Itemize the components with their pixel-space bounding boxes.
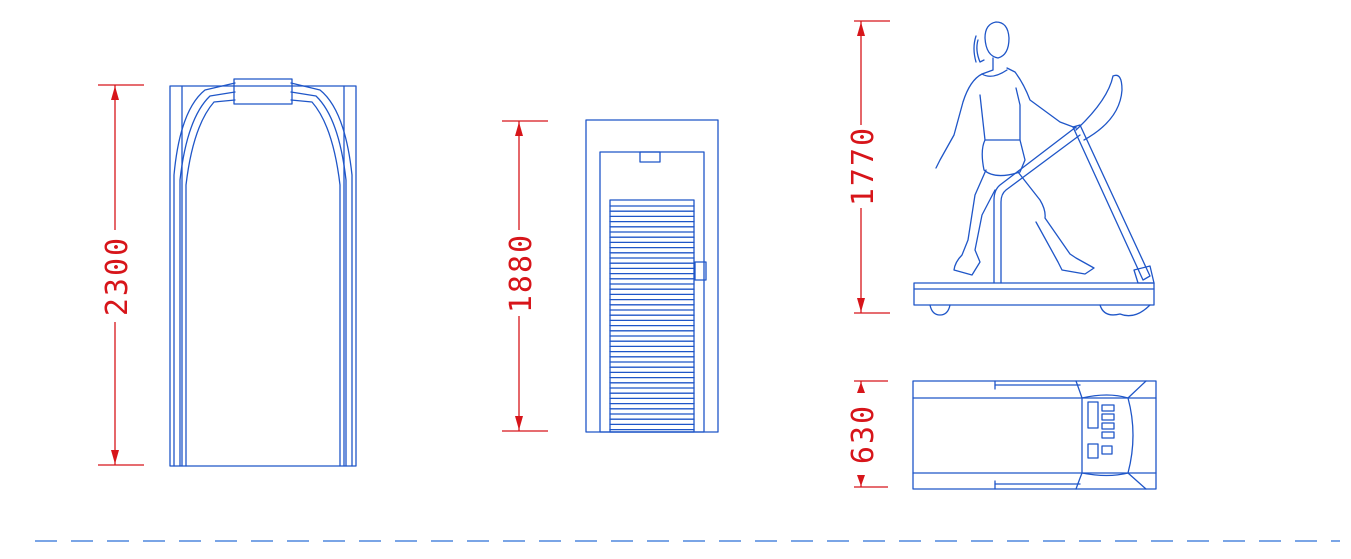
top-view-treadmill [912,380,1157,490]
side-height-label: 1770 [846,126,881,206]
back-height-label: 1880 [504,233,539,313]
top-width-label: 630 [846,404,881,464]
side-view-treadmill [913,21,1155,317]
front-view-treadmill [169,78,357,467]
top-width-dimension: 630 [846,380,888,488]
side-height-dimension: 1770 [846,20,890,314]
front-height-dimension: 2300 [98,84,144,466]
front-height-label: 2300 [100,236,135,316]
back-view-treadmill [585,119,719,433]
back-height-dimension: 1880 [502,120,548,432]
